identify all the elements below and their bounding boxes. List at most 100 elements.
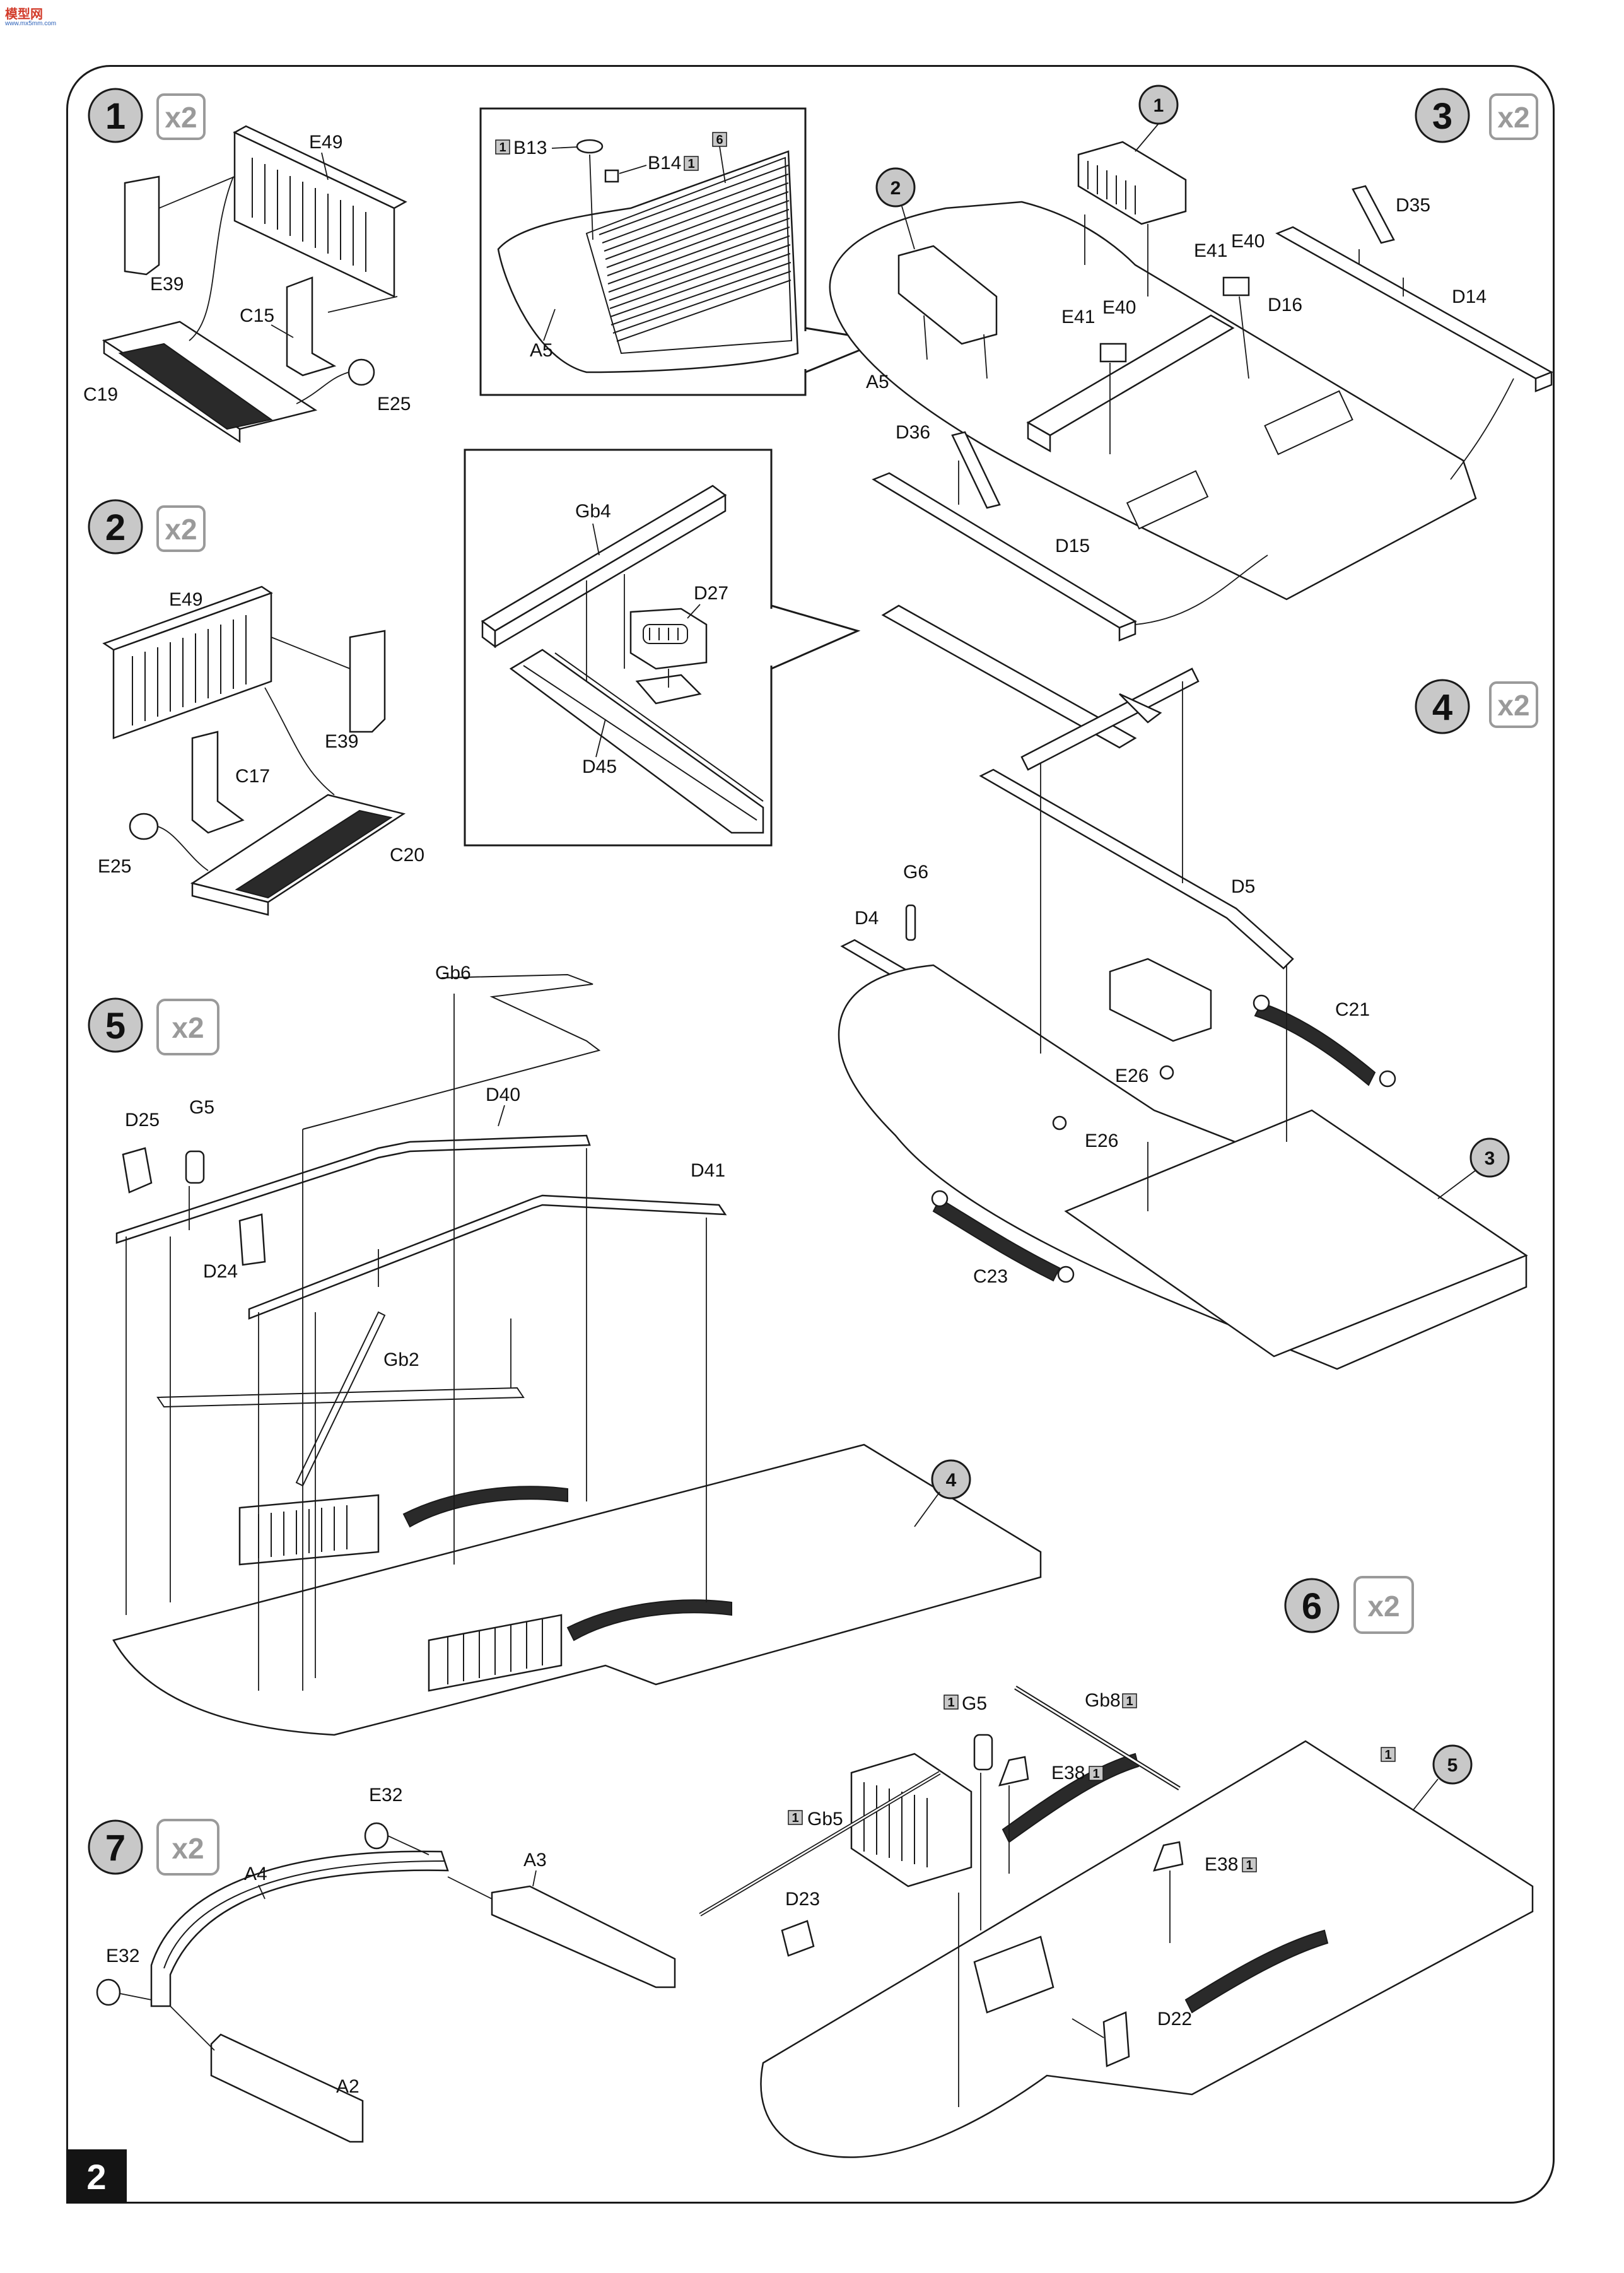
- label-e40-upper: E40: [1231, 231, 1265, 252]
- part-d36: [951, 431, 1001, 509]
- label-e26-lower: E26: [1085, 1131, 1118, 1151]
- step-6-number: 6: [1302, 1586, 1322, 1627]
- site-logo: 模型网: [5, 8, 43, 21]
- page-frame: [66, 65, 1555, 2204]
- step-5: 5 x2 Gb6 D40 D41 D25 G5 D24 Gb2 4: [88, 963, 1042, 1736]
- step-3-ref-1: 1: [1154, 95, 1164, 116]
- label-e41-upper: E41: [1194, 240, 1227, 261]
- label-c21: C21: [1335, 999, 1370, 1020]
- step-1-number: 1: [105, 96, 126, 137]
- step-6-multiplier: x2: [1367, 1590, 1399, 1623]
- tag-floor-step6: 1: [1384, 1748, 1391, 1762]
- step-4: 4 x2 D5 D4 G6 3 C21: [838, 604, 1538, 1370]
- label-gb4: Gb4: [575, 501, 611, 522]
- label-a2: A2: [336, 2076, 359, 2097]
- label-e49-step2: E49: [169, 589, 202, 610]
- step-3-ref-2: 2: [891, 178, 901, 199]
- step-7-multiplier-box: [156, 1819, 219, 1876]
- label-e32-lower: E32: [106, 1946, 139, 1966]
- step-6-ref-5: 5: [1447, 1755, 1458, 1776]
- tag-b14: 1: [687, 157, 694, 171]
- tag-e38-upper: 1: [1092, 1767, 1099, 1781]
- part-b13: [576, 139, 604, 154]
- label-b14: B14: [648, 153, 681, 173]
- tag-gb8: 1: [1126, 1694, 1133, 1708]
- part-e39-step1: [124, 175, 160, 276]
- label-e49-step1: E49: [309, 132, 342, 153]
- part-gb8: [1014, 1686, 1181, 1790]
- part-d5: [979, 768, 1294, 970]
- step-1-multiplier: x2: [165, 101, 197, 134]
- step-3: 3 x2 1 2 D14 D35: [829, 85, 1553, 642]
- label-c20-step2: C20: [390, 845, 424, 866]
- part-e32-lower: [96, 1978, 121, 2006]
- part-e38-lower: [1153, 1841, 1184, 1872]
- label-d23: D23: [785, 1889, 820, 1910]
- step-2-multiplier: x2: [165, 513, 197, 546]
- part-e25-step1: [348, 358, 375, 386]
- label-gb8: Gb8: [1085, 1690, 1121, 1711]
- label-e39-step2: E39: [325, 731, 358, 752]
- part-a2: [210, 2033, 364, 2143]
- label-d36: D36: [896, 422, 930, 443]
- part-g6: [905, 904, 916, 941]
- label-c17-step2: C17: [235, 766, 270, 787]
- part-d40: [115, 1134, 591, 1244]
- page-number: 2: [66, 2149, 127, 2204]
- step-6-circle: [1284, 1578, 1340, 1633]
- part-e39-step2: [349, 630, 386, 733]
- label-g6: G6: [903, 862, 928, 883]
- part-d23: [781, 1920, 815, 1957]
- part-d25: [122, 1147, 153, 1194]
- label-a4: A4: [244, 1864, 267, 1884]
- part-c20-step2: [190, 794, 406, 916]
- label-d41: D41: [691, 1160, 725, 1181]
- label-d24: D24: [203, 1261, 238, 1282]
- part-grille-box-step3: [1077, 141, 1187, 225]
- step-4-circle: [1415, 679, 1470, 734]
- part-d22: [1102, 2011, 1130, 2067]
- label-c19-step1: C19: [83, 384, 118, 405]
- part-d14: [1275, 226, 1553, 392]
- label-e26-upper: E26: [1115, 1066, 1148, 1086]
- step-5-number: 5: [105, 1006, 126, 1047]
- label-d27: D27: [694, 583, 728, 604]
- label-a5-step3: A5: [866, 372, 889, 392]
- label-e40-lower: E40: [1102, 297, 1136, 318]
- part-e49-step2: [102, 585, 273, 739]
- label-g5-step6: G5: [962, 1693, 987, 1714]
- step-4-ref-3: 3: [1485, 1148, 1495, 1169]
- part-a4: [150, 1850, 449, 2007]
- step-7: 7 x2 A4 E32 E32 A3 A2: [88, 1785, 676, 2143]
- part-c17-step2: [191, 731, 245, 834]
- step-4-number: 4: [1432, 687, 1452, 728]
- part-d45: [509, 649, 764, 834]
- label-d45: D45: [582, 756, 617, 777]
- step-2-circle: [88, 499, 143, 555]
- step-7-circle: [88, 1819, 143, 1875]
- label-e25-step2: E25: [98, 856, 131, 877]
- label-d16: D16: [1268, 295, 1302, 315]
- label-gb6: Gb6: [435, 963, 471, 984]
- part-c21: [1253, 994, 1396, 1088]
- label-d25: D25: [125, 1110, 160, 1131]
- part-c19-step1: [102, 320, 318, 443]
- tag-g5-step6: 1: [947, 1696, 954, 1710]
- part-grille-box-step6: [850, 1753, 973, 1888]
- step-6-multiplier-box: [1353, 1576, 1414, 1634]
- tag-gb5: 1: [792, 1811, 798, 1825]
- label-e39-step1: E39: [150, 274, 184, 295]
- label-gb2: Gb2: [383, 1349, 419, 1370]
- step-7-number: 7: [105, 1828, 126, 1869]
- part-gb4: [481, 485, 727, 649]
- step-4-multiplier: x2: [1497, 689, 1529, 722]
- label-d5: D5: [1231, 876, 1255, 897]
- step-5-circle: [88, 997, 143, 1053]
- part-chassis-step5: [112, 1443, 1042, 1736]
- step-5-multiplier: x2: [172, 1011, 204, 1044]
- part-c23: [931, 1190, 1075, 1283]
- step-6: 6 x2 Gb8 1 1 G5 E38 1 E38 1 1 Gb5: [699, 1576, 1534, 2158]
- part-d15: [872, 472, 1137, 642]
- label-gb5: Gb5: [807, 1809, 843, 1830]
